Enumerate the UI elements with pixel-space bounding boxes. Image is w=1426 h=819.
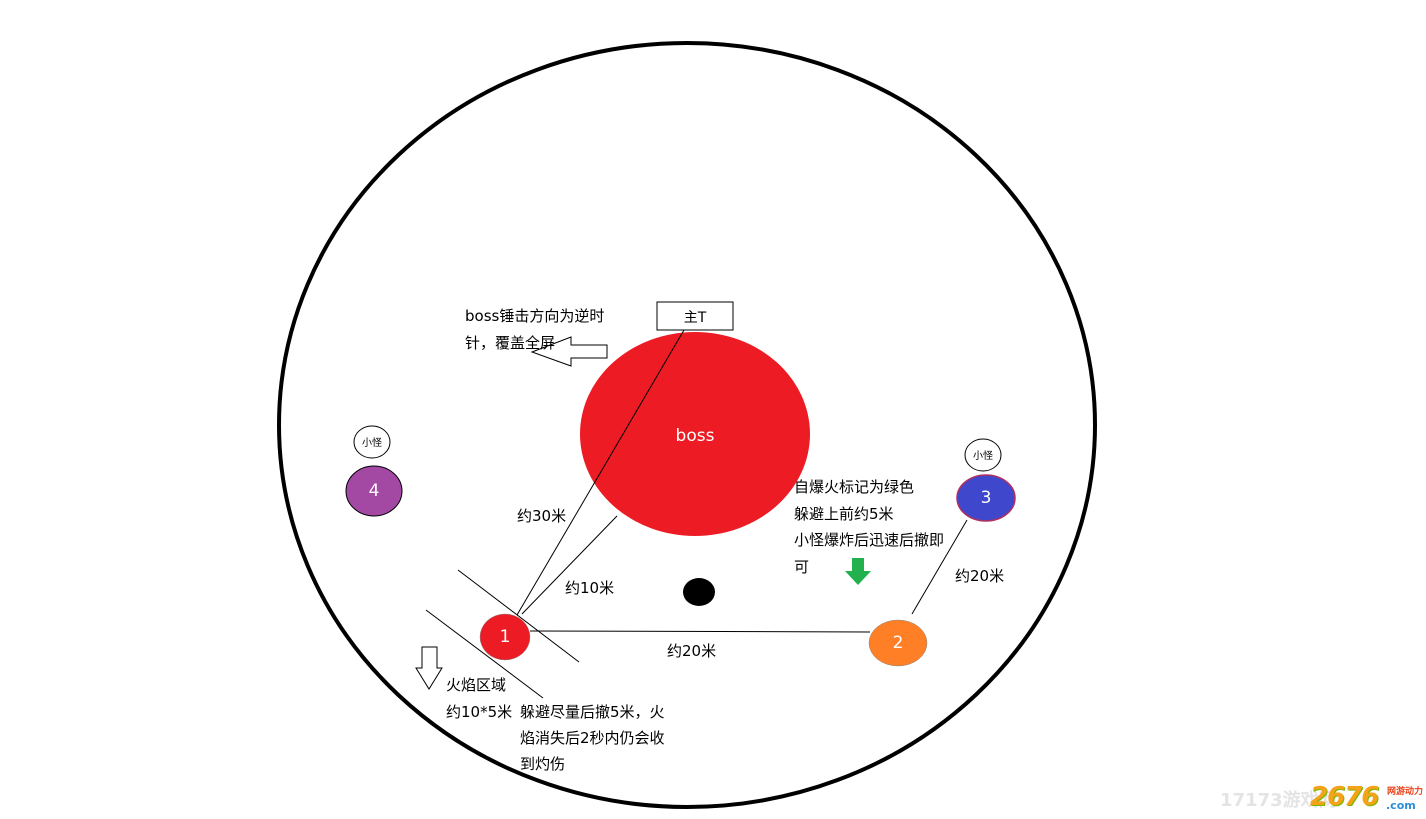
- flame-note-line3: 到灼伤: [520, 755, 566, 773]
- counterclockwise-arrow-icon: [530, 336, 608, 367]
- minion-label-left: 小怪: [362, 438, 382, 449]
- minion-circle-left: [353, 425, 391, 459]
- black-dot: [683, 578, 715, 606]
- flame-down-arrow-icon: [415, 646, 443, 690]
- flame-area-line1: 火焰区域: [446, 676, 507, 694]
- boss-circle: [580, 332, 810, 536]
- main-tank-label: 主T: [683, 310, 707, 326]
- self-destruct-note-line1: 自爆火标记为绿色: [794, 478, 915, 496]
- flame-note-line1: 躲避尽量后撤5米，火: [520, 703, 665, 721]
- line-1-to-boss: [521, 515, 618, 615]
- marker-3-label: 3: [980, 488, 992, 508]
- flame-area-line2: 约10*5米: [446, 703, 513, 721]
- minion-label-right: 小怪: [973, 451, 993, 462]
- marker-4: [345, 465, 403, 517]
- distance-2-to-3: 约20米: [955, 567, 1005, 585]
- watermark-domain: .com: [1386, 799, 1416, 812]
- marker-1-label: 1: [499, 627, 511, 647]
- marker-2-label: 2: [892, 633, 904, 653]
- flame-note-line2: 焰消失后2秒内仍会收: [520, 729, 665, 747]
- marker-4-label: 4: [368, 481, 380, 501]
- watermark-brand: 2676: [1310, 782, 1379, 812]
- distance-to-boss: 约10米: [565, 579, 615, 597]
- self-destruct-note-line4: 可: [794, 558, 810, 576]
- distance-1-to-2: 约20米: [667, 642, 717, 660]
- hammer-note-line1: boss锤击方向为逆时: [465, 307, 605, 325]
- line-2-to-3: [911, 519, 968, 615]
- main-tank-box: [656, 301, 734, 331]
- watermark-faint: 17173游戏网: [1220, 790, 1337, 811]
- flame-zone-line-bottom: [425, 609, 544, 699]
- distance-to-tank: 约30米: [517, 507, 567, 525]
- marker-2: [868, 619, 928, 667]
- line-1-to-2: [529, 630, 871, 633]
- minion-circle-right: [964, 438, 1002, 472]
- arena-circle: [277, 41, 1097, 809]
- flame-zone-line-top: [457, 569, 580, 663]
- watermark-sub: 网游动力: [1387, 787, 1424, 797]
- self-destruct-note-line3: 小怪爆炸后迅速后撤即: [794, 531, 945, 549]
- marker-1: [479, 613, 531, 661]
- green-down-arrow-icon: [845, 558, 871, 585]
- boss-label: boss: [675, 426, 715, 446]
- line-1-to-tank: [516, 329, 685, 616]
- hammer-note-line2: 针，覆盖全屏: [465, 334, 556, 352]
- self-destruct-note-line2: 躲避上前约5米: [794, 505, 894, 523]
- marker-3: [956, 474, 1016, 522]
